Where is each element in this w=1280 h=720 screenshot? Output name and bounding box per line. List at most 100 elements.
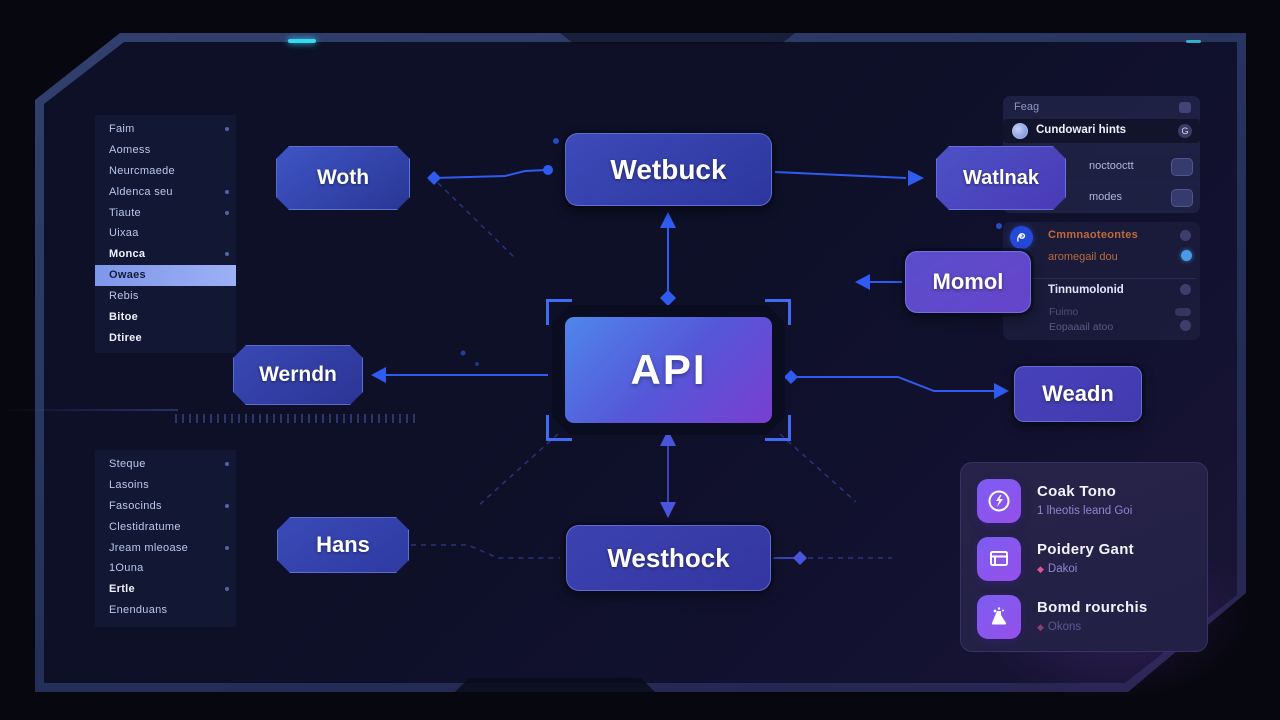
sidebar-top-list: Faim Aomess Neurcmaede Aldenca seu Tiaut… bbox=[95, 115, 236, 353]
node-label: Watlnak bbox=[963, 166, 1039, 189]
card-item-title: Coak Tono bbox=[1037, 483, 1117, 500]
status-dot-icon[interactable] bbox=[1180, 230, 1191, 241]
sidebar-item-label: Dtiree bbox=[109, 331, 142, 344]
sidebar-item[interactable]: Enenduans bbox=[95, 600, 236, 621]
sidebar-item[interactable]: Uixaa bbox=[95, 223, 236, 244]
sidebar-item[interactable]: Monca bbox=[95, 244, 236, 265]
panel-header-label: Feag bbox=[1014, 101, 1040, 113]
sidebar-item[interactable]: Dtiree bbox=[95, 328, 236, 349]
sidebar-item-label: Enenduans bbox=[109, 604, 168, 617]
sidebar-item[interactable]: Jream mleoase bbox=[95, 538, 236, 559]
corner-bracket-icon bbox=[546, 415, 572, 441]
sidebar-item-label: Aldenca seu bbox=[109, 185, 173, 198]
node-label: Wetbuck bbox=[610, 153, 727, 185]
sidebar-item[interactable]: Lasoins bbox=[95, 475, 236, 496]
badge-icon: G bbox=[1178, 124, 1192, 138]
corner-bracket-icon bbox=[765, 299, 791, 325]
mid-panel-row-label[interactable]: Tinnumolonid bbox=[1048, 284, 1124, 296]
row-action-button[interactable] bbox=[1171, 189, 1193, 207]
sidebar-bottom-list: Steque Lasoins Fasocinds Clestidratume J… bbox=[95, 450, 236, 627]
flask-icon bbox=[977, 595, 1021, 639]
sidebar-item[interactable]: Aldenca seu bbox=[95, 182, 236, 203]
sidebar-item[interactable]: Rebis bbox=[95, 286, 236, 307]
diagram-node-api[interactable]: API bbox=[546, 299, 791, 441]
diagram-node-westhock[interactable]: Westhock bbox=[566, 525, 771, 591]
divider bbox=[1007, 278, 1196, 279]
diagram-node-hans[interactable]: Hans bbox=[277, 517, 409, 573]
diagram-node-werndn[interactable]: Werndn bbox=[233, 345, 363, 405]
sidebar-item-label: Jream mleoase bbox=[109, 541, 189, 554]
diagram-node-momol[interactable]: Momol bbox=[905, 251, 1031, 313]
panel-header: Feag bbox=[1003, 96, 1200, 119]
ruler-ticks bbox=[175, 414, 420, 423]
node-label: Woth bbox=[316, 166, 370, 189]
right-mid-panel: Cmmnaoteontes aromegail dou Tinnumolonid… bbox=[1003, 222, 1200, 340]
sidebar-item-label: Bitoe bbox=[109, 311, 138, 324]
sidebar-item-label: Aomess bbox=[109, 143, 151, 156]
mid-panel-row-label[interactable]: Eopaaail atoo bbox=[1049, 321, 1114, 333]
window-icon bbox=[977, 537, 1021, 581]
cyan-accent-dash bbox=[1186, 40, 1201, 43]
card-list-item[interactable]: Bomd rourchis ◆Okons bbox=[961, 593, 1207, 645]
sidebar-item-label: 1Ouna bbox=[109, 562, 144, 575]
mid-panel-row-label[interactable]: Cmmnaoteontes bbox=[1048, 229, 1139, 241]
cyan-accent-dash bbox=[288, 39, 316, 43]
sidebar-item-label: Fasocinds bbox=[109, 499, 162, 512]
blue-circle-icon bbox=[1010, 226, 1033, 249]
node-label: API bbox=[630, 346, 707, 393]
card-item-title: Poidery Gant bbox=[1037, 541, 1134, 558]
sidebar-item-label: Neurcmaede bbox=[109, 164, 175, 177]
node-label: Hans bbox=[316, 532, 370, 557]
card-item-title: Bomd rourchis bbox=[1037, 599, 1148, 616]
sidebar-item[interactable]: Clestidratume bbox=[95, 517, 236, 538]
right-bottom-panel: Coak Tono 1 lheotis leand Goi Poidery Ga… bbox=[960, 462, 1208, 652]
diagram-node-weadn[interactable]: Weadn bbox=[1014, 366, 1142, 422]
corner-bracket-icon bbox=[765, 415, 791, 441]
sidebar-item-label: Monca bbox=[109, 248, 146, 261]
sidebar-item[interactable]: Bitoe bbox=[95, 307, 236, 328]
panel-row-label: noctooctt bbox=[1089, 160, 1134, 172]
status-dot-icon[interactable] bbox=[1180, 284, 1191, 295]
sidebar-item-selected[interactable]: Owaes bbox=[95, 265, 236, 287]
sidebar-item-label: Owaes bbox=[109, 269, 146, 282]
sidebar-item[interactable]: 1Ouna bbox=[95, 558, 236, 579]
sidebar-item-label: Clestidratume bbox=[109, 520, 181, 533]
diagram-node-wetbuck[interactable]: Wetbuck bbox=[565, 133, 772, 206]
sidebar-item[interactable]: Faim bbox=[95, 119, 236, 140]
bolt-icon bbox=[977, 479, 1021, 523]
node-label: Momol bbox=[932, 269, 1004, 294]
node-label: Werndn bbox=[259, 363, 337, 386]
card-list-item[interactable]: Poidery Gant ◆Dakoi bbox=[961, 535, 1207, 587]
sidebar-item[interactable]: Neurcmaede bbox=[95, 161, 236, 182]
sidebar-item-label: Ertle bbox=[109, 583, 135, 596]
diamond-icon: ◆ bbox=[1037, 564, 1044, 574]
frame-top-notch bbox=[560, 33, 795, 44]
panel-header-icon[interactable] bbox=[1179, 102, 1191, 113]
sidebar-item[interactable]: Steque bbox=[95, 454, 236, 475]
sidebar-item[interactable]: Aomess bbox=[95, 140, 236, 161]
row-action-button[interactable] bbox=[1171, 158, 1193, 176]
mid-panel-row-label[interactable]: aromegail dou bbox=[1048, 251, 1118, 263]
sidebar-item[interactable]: Tiaute bbox=[95, 203, 236, 224]
toggle-pill-icon[interactable] bbox=[1175, 308, 1191, 316]
corner-bracket-icon bbox=[546, 299, 572, 325]
diagram-node-watlnak[interactable]: Watlnak bbox=[936, 146, 1066, 210]
status-dot-icon[interactable] bbox=[1181, 250, 1192, 261]
chevron-dot-icon bbox=[225, 587, 229, 592]
frame-bottom-notch bbox=[455, 678, 655, 692]
api-node-body: API bbox=[565, 317, 772, 423]
status-dot-icon[interactable] bbox=[1180, 320, 1191, 331]
diamond-icon: ◆ bbox=[1037, 622, 1044, 632]
sidebar-item-label: Uixaa bbox=[109, 227, 139, 240]
diagram-node-woth[interactable]: Woth bbox=[276, 146, 410, 210]
decorative-line bbox=[0, 409, 178, 411]
chevron-dot-icon bbox=[225, 462, 229, 466]
node-label: Weadn bbox=[1042, 381, 1114, 406]
avatar bbox=[1012, 123, 1028, 139]
sidebar-item[interactable]: Fasocinds bbox=[95, 496, 236, 517]
card-list-item[interactable]: Coak Tono 1 lheotis leand Goi bbox=[961, 477, 1207, 529]
sidebar-item[interactable]: Ertle bbox=[95, 579, 236, 600]
panel-selected-row[interactable]: Cundowari hints G bbox=[1003, 119, 1200, 143]
mid-panel-row-label[interactable]: Fuimo bbox=[1049, 306, 1079, 318]
selected-row-label: Cundowari hints bbox=[1036, 124, 1127, 136]
